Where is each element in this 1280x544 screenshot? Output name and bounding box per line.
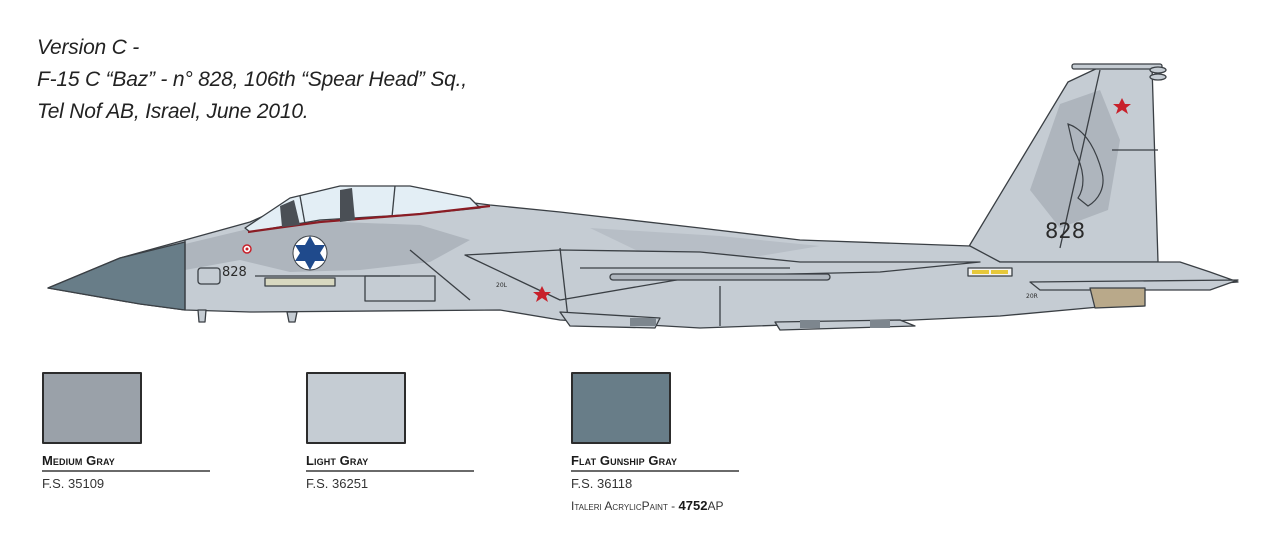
color-chip [306,372,406,444]
intake-marking: 20L [496,282,508,289]
divider [42,470,210,472]
paint-code: 4752 [678,498,708,513]
profile-caption: Version C - F-15 C “Baz” - n° 828, 106th… [37,32,467,128]
caption-aircraft: F-15 C “Baz” - n° 828, 106th “Spear Head… [37,68,467,91]
paint-suffix: AP [707,499,724,513]
swatch-label: Medium Gray [42,453,115,468]
fs-code: F.S. 36118 [571,476,633,491]
swatch-label: Flat Gunship Gray [571,453,678,468]
paint-reference: Italeri AcrylicPaint - 4752AP [571,498,741,513]
caption-version: Version C - [37,36,140,59]
swatch-flat-gunship-gray: Flat Gunship Gray F.S. 36118 Italeri Acr… [571,372,741,513]
divider [306,470,474,472]
fs-code: F.S. 36251 [306,476,369,491]
swatch-light-gray: Light Gray F.S. 36251 [306,372,476,492]
color-chip [42,372,142,444]
swatch-label: Light Gray [306,453,369,468]
israeli-roundel [292,235,328,271]
divider [571,470,739,472]
rear-marking: 20R [1026,293,1038,300]
f15-side-profile: 828 828 20L 20R [47,63,1239,331]
paint-brand: Italeri AcrylicPaint - [571,499,676,513]
nose-radome [47,241,186,311]
nose-number: 828 [222,265,247,280]
swatch-medium-gray: Medium Gray F.S. 35109 [42,372,212,492]
caption-location-date: Tel Nof AB, Israel, June 2010. [37,100,309,123]
tail-number: 828 [1045,219,1085,243]
fs-code: F.S. 35109 [42,476,105,491]
color-chip [571,372,671,444]
